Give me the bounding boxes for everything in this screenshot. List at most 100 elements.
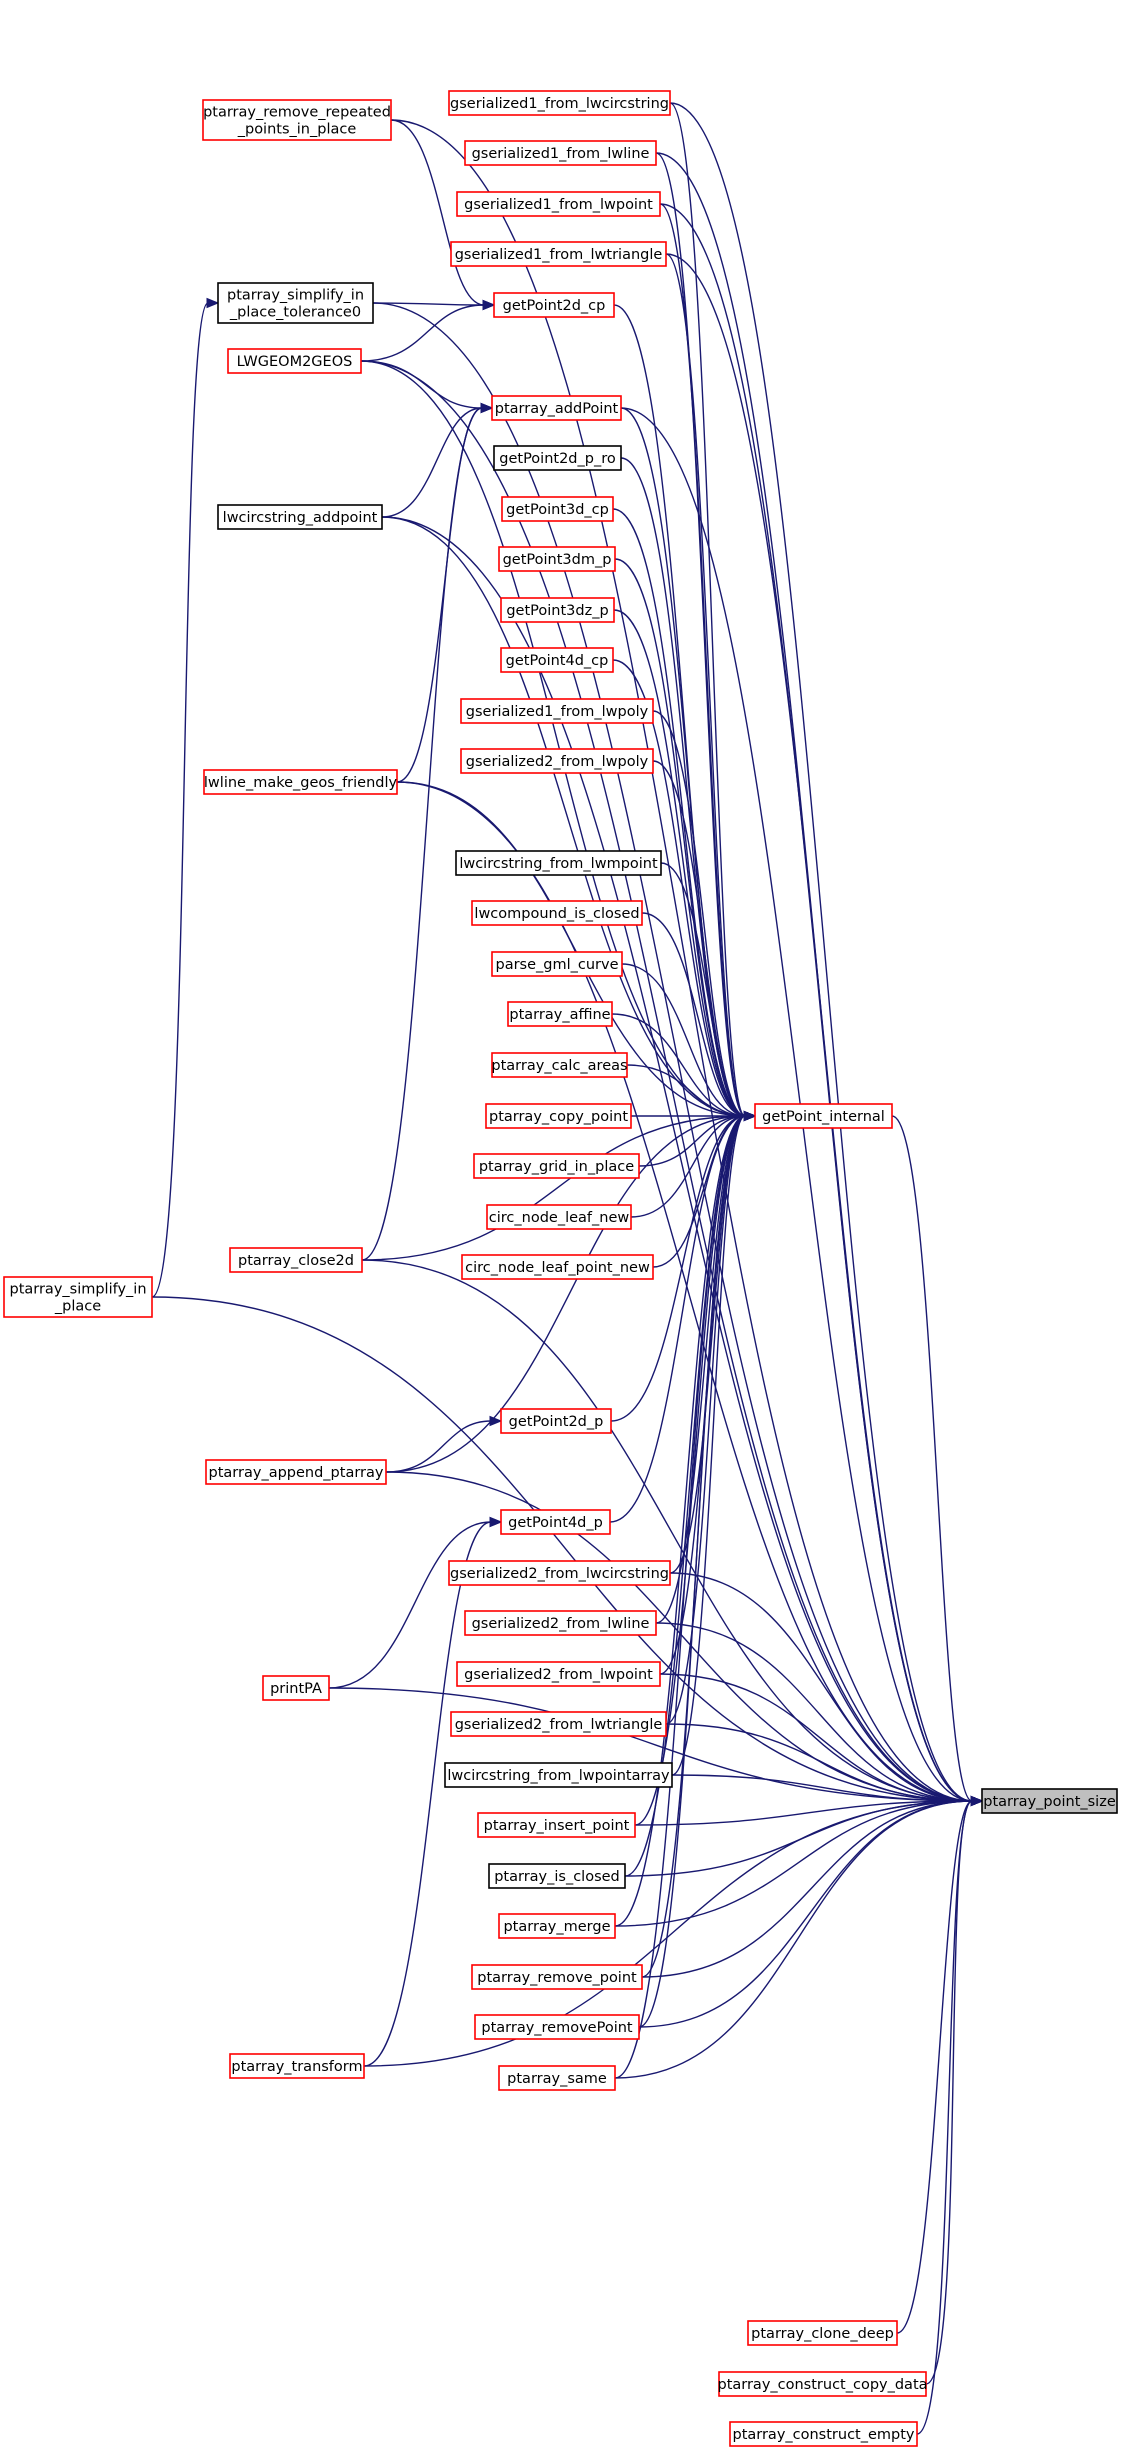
node-copy-point[interactable]: ptarray_copy_point	[485, 1103, 632, 1129]
node-label: ptarray_copy_point	[489, 1109, 628, 1125]
node-label: getPoint2d_p_ro	[499, 451, 616, 467]
node-getpoint2d-p[interactable]: getPoint2d_p	[500, 1408, 612, 1434]
edge-n_gs1_lwcircstring-to-n_target	[669, 102, 973, 1802]
arrowhead	[480, 402, 494, 414]
node-box	[229, 2053, 365, 2079]
edge-n_parse_gml_curve-to-n_getpoint_internal	[621, 963, 746, 1117]
edge-n_getpoint3dz_p-to-n_getpoint_internal	[613, 609, 746, 1117]
edge-n_removepoint-to-n_getpoint_internal	[638, 1115, 746, 2028]
node-lwgeom2geos[interactable]: LWGEOM2GEOS	[227, 348, 362, 374]
node-box	[448, 1560, 671, 1586]
node-box	[981, 1788, 1118, 1814]
node-label: ptarray_merge	[503, 1919, 610, 1935]
node-box	[507, 1001, 613, 1027]
node-label: getPoint2d_p	[509, 1414, 604, 1430]
edge-n_remove_point-to-n_target	[641, 1800, 973, 1978]
node-grid-in-place[interactable]: ptarray_grid_in_place	[473, 1153, 640, 1179]
node-box	[747, 2320, 898, 2346]
node-target[interactable]: ptarray_point_size	[981, 1788, 1118, 1814]
node-getpoint2d-p-ro[interactable]: getPoint2d_p_ro	[493, 445, 622, 471]
node-simplify-tol0[interactable]: ptarray_simplify_in_place_tolerance0	[217, 282, 374, 324]
edge-n_gs1_lwcircstring-to-n_getpoint_internal	[669, 102, 746, 1117]
node-gs2-lwline[interactable]: gserialized2_from_lwline	[464, 1610, 657, 1636]
nodes-layer: ptarray_point_sizegetPoint_internalptarr…	[3, 90, 1118, 2447]
node-lwcircstring-from-lwpointarray[interactable]: lwcircstring_from_lwpointarray	[444, 1762, 673, 1788]
node-box	[205, 1459, 387, 1485]
edge-n_printpa-to-n_getpoint4d_p	[328, 1521, 492, 1689]
edge-n_lwline_make_geos-to-n_addpoint	[396, 407, 483, 783]
node-parse-gml-curve[interactable]: parse_gml_curve	[491, 951, 623, 977]
edge-n_lwcircstring_from_lwpointarray-to-n_target	[671, 1774, 973, 1802]
node-label: getPoint3dm_p	[503, 552, 612, 568]
edge-n_close2d-to-n_getpoint_internal	[361, 1115, 746, 1261]
node-remove-repeated[interactable]: ptarray_remove_repeated_points_in_place	[202, 99, 392, 141]
node-construct-empty[interactable]: ptarray_construct_empty	[729, 2421, 918, 2447]
node-label: gserialized1_from_lwline	[472, 146, 650, 162]
node-lwcircstring-addpoint[interactable]: lwcircstring_addpoint	[217, 504, 383, 530]
node-lwcircstring-from-lwmpoint[interactable]: lwcircstring_from_lwmpoint	[455, 850, 662, 876]
node-lwcompound-is-closed[interactable]: lwcompound_is_closed	[471, 900, 643, 926]
node-construct-copy-data[interactable]: ptarray_construct_copy_data	[717, 2371, 928, 2397]
node-box	[217, 282, 374, 324]
edge-n_append_ptarray-to-n_getpoint2d_p	[385, 1420, 492, 1473]
node-gs2-lwpoly[interactable]: gserialized2_from_lwpoly	[460, 748, 654, 774]
node-gs2-lwpoint[interactable]: gserialized2_from_lwpoint	[456, 1661, 661, 1687]
node-getpoint4d-p[interactable]: getPoint4d_p	[500, 1509, 611, 1535]
node-circ-node-leaf-point-new[interactable]: circ_node_leaf_point_new	[461, 1254, 654, 1280]
node-lwline-make-geos[interactable]: lwline_make_geos_friendly	[203, 769, 398, 795]
edge-n_simplify_tol0-to-n_getpoint2d_cp	[372, 302, 485, 306]
node-box	[202, 99, 392, 141]
edge-n_lwcompound_is_closed-to-n_getpoint_internal	[641, 912, 746, 1117]
node-printpa[interactable]: printPA	[262, 1675, 330, 1701]
node-gs2-lwtriangle[interactable]: gserialized2_from_lwtriangle	[450, 1711, 667, 1737]
node-calc-areas[interactable]: ptarray_calc_areas	[491, 1052, 628, 1078]
node-getpoint3dz-p[interactable]: getPoint3dz_p	[500, 597, 615, 623]
node-simplify-in-place[interactable]: ptarray_simplify_in_place	[3, 1276, 153, 1318]
node-removepoint[interactable]: ptarray_removePoint	[474, 2014, 640, 2040]
node-addpoint[interactable]: ptarray_addPoint	[491, 395, 622, 421]
node-clone-deep[interactable]: ptarray_clone_deep	[747, 2320, 898, 2346]
edge-n_circ_node_leaf_new-to-n_getpoint_internal	[630, 1115, 746, 1218]
node-box	[498, 546, 616, 572]
node-append-ptarray[interactable]: ptarray_append_ptarray	[205, 1459, 387, 1485]
node-gs1-lwpoly[interactable]: gserialized1_from_lwpoly	[460, 698, 654, 724]
node-label: ptarray_close2d	[238, 1253, 354, 1269]
node-box	[485, 1103, 632, 1129]
node-merge[interactable]: ptarray_merge	[498, 1913, 616, 1939]
node-transform[interactable]: ptarray_transform	[229, 2053, 365, 2079]
node-label: lwcircstring_from_lwpointarray	[447, 1768, 670, 1784]
node-label: lwline_make_geos_friendly	[204, 775, 398, 791]
node-getpoint2d-cp[interactable]: getPoint2d_cp	[493, 292, 615, 318]
node-insert-point[interactable]: ptarray_insert_point	[477, 1812, 636, 1838]
node-gs1-lwcircstring[interactable]: gserialized1_from_lwcircstring	[448, 90, 671, 116]
edge-n_gs2_lwpoint-to-n_target	[659, 1673, 973, 1802]
node-circ-node-leaf-new[interactable]: circ_node_leaf_new	[486, 1204, 632, 1230]
node-getpoint-internal[interactable]: getPoint_internal	[754, 1103, 893, 1129]
node-getpoint3dm-p[interactable]: getPoint3dm_p	[498, 546, 616, 572]
node-is-closed[interactable]: ptarray_is_closed	[488, 1863, 626, 1889]
node-affine[interactable]: ptarray_affine	[507, 1001, 613, 1027]
edge-n_lwgeom2geos-to-n_getpoint_internal	[360, 360, 746, 1117]
node-box	[262, 1675, 330, 1701]
edge-n_removepoint-to-n_target	[638, 1800, 973, 2028]
node-box	[448, 90, 671, 116]
node-gs2-lwcircstring[interactable]: gserialized2_from_lwcircstring	[448, 1560, 671, 1586]
node-gs1-lwpoint[interactable]: gserialized1_from_lwpoint	[456, 191, 661, 217]
node-same[interactable]: ptarray_same	[498, 2065, 616, 2091]
edge-n_lwcircstring_from_lwmpoint-to-n_getpoint_internal	[660, 862, 746, 1117]
edge-n_lwcircstring_from_lwpointarray-to-n_getpoint_internal	[671, 1115, 746, 1776]
node-getpoint3d-cp[interactable]: getPoint3d_cp	[501, 496, 614, 522]
node-remove-point[interactable]: ptarray_remove_point	[471, 1964, 643, 1990]
node-label: ptarray_construct_empty	[732, 2427, 914, 2443]
edge-n_affine-to-n_getpoint_internal	[611, 1013, 746, 1117]
edge-n_clone_deep-to-n_target	[896, 1800, 973, 2334]
edge-n_transform-to-n_getpoint4d_p	[363, 1521, 492, 2067]
node-box	[729, 2421, 918, 2447]
node-close2d[interactable]: ptarray_close2d	[229, 1247, 363, 1273]
node-box	[3, 1276, 153, 1318]
edge-n_getpoint4d_p-to-n_getpoint_internal	[609, 1115, 746, 1523]
edge-n_gs1_lwtriangle-to-n_target	[665, 253, 973, 1802]
node-getpoint4d-cp[interactable]: getPoint4d_cp	[500, 647, 614, 673]
node-gs1-lwline[interactable]: gserialized1_from_lwline	[464, 140, 657, 166]
node-gs1-lwtriangle[interactable]: gserialized1_from_lwtriangle	[450, 241, 667, 267]
